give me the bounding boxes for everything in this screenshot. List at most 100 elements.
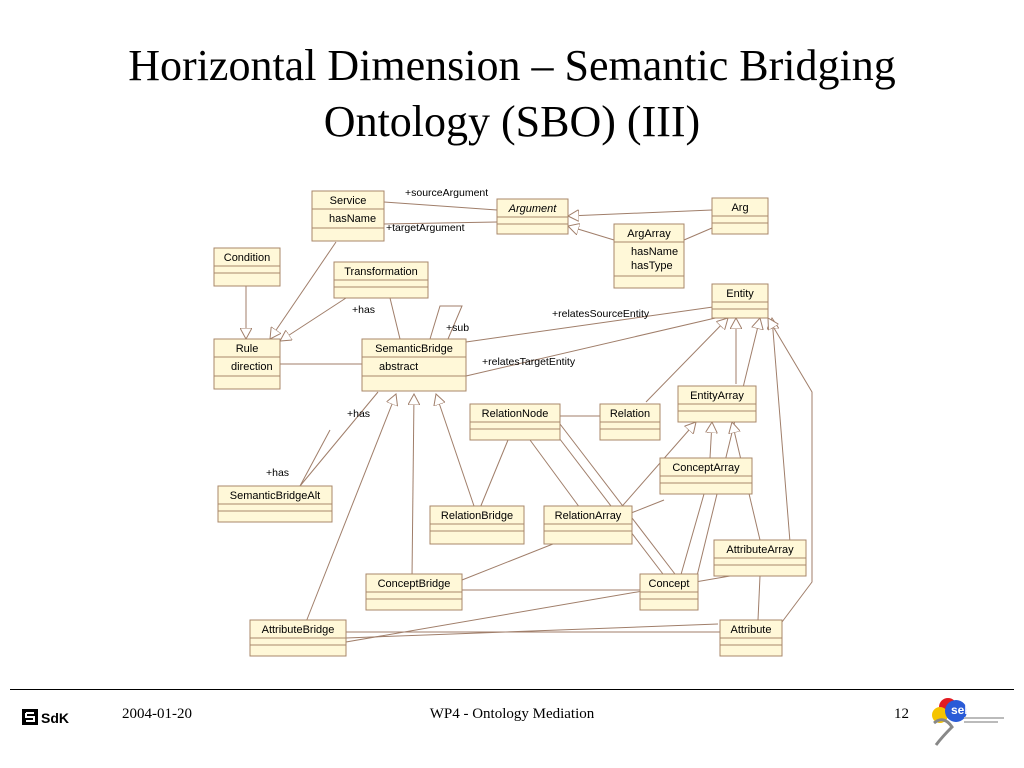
- class-box-relationnode: RelationNode: [469, 403, 561, 441]
- class-box-frame: [543, 505, 633, 545]
- label-relates-source-entity: +relatesSourceEntity: [552, 308, 650, 320]
- class-name: Arg: [731, 202, 748, 214]
- class-attribute: direction: [231, 361, 273, 373]
- class-attribute: hasType: [631, 260, 673, 272]
- footer-title: WP4 - Ontology Mediation: [429, 706, 595, 722]
- class-box-entity: Entity: [711, 283, 769, 319]
- sekt-logo-text: sekt: [951, 703, 975, 717]
- class-name: Service: [330, 195, 367, 207]
- label-has-alt-lower: +has: [266, 467, 289, 479]
- class-box-relationarray: RelationArray: [543, 505, 633, 545]
- page-number: 12: [894, 706, 909, 722]
- edge-target-argument: [383, 221, 498, 225]
- edge-transformation-rule: [280, 297, 347, 341]
- class-box-frame: [213, 247, 281, 287]
- edge-attributebridge-attribute-2: [345, 623, 719, 639]
- class-box-transformation: Transformation: [333, 261, 429, 299]
- class-box-frame: [711, 283, 769, 319]
- class-box-frame: [213, 338, 281, 390]
- edge-concept-conceptarray: [679, 493, 705, 579]
- label-relates-target-entity: +relatesTargetEntity: [482, 356, 576, 368]
- edge-concept-entity: [695, 318, 760, 581]
- edge-relationbridge-semanticbridge: [436, 394, 475, 507]
- class-box-entityarray: EntityArray: [677, 385, 757, 423]
- edge-relationnode-entity: [645, 318, 728, 403]
- class-box-concept: Concept: [639, 573, 699, 611]
- edge-alt-has-upper: [299, 391, 379, 487]
- edge-relationnode-relationbridge: [479, 439, 509, 509]
- class-box-argarray: ArgArray hasName hasType: [613, 223, 685, 289]
- class-name: RelationArray: [555, 510, 622, 522]
- class-box-conceptarray: ConceptArray: [659, 457, 753, 495]
- label-has-transformation: +has: [352, 304, 375, 316]
- class-box-frame: [311, 190, 385, 242]
- class-box-frame: [361, 338, 467, 392]
- class-name: Relation: [610, 408, 650, 420]
- edge-alt-has-lower: [299, 429, 331, 487]
- class-box-service: Service hasName: [311, 190, 385, 242]
- class-box-frame: [429, 505, 525, 545]
- edge-attributearray-attribute: [757, 575, 761, 621]
- footer-date: 2004-01-20: [122, 706, 192, 722]
- class-box-conceptbridge: ConceptBridge: [365, 573, 463, 611]
- class-box-attribute: Attribute: [719, 619, 783, 657]
- edge-attribute-entity: [768, 318, 813, 623]
- edge-conceptbridge-semanticbridge: [412, 394, 414, 579]
- class-box-condition: Condition: [213, 247, 281, 287]
- edge-sub-self: [429, 305, 463, 340]
- edge-relates-source-entity: [465, 305, 721, 343]
- edge-relates-target-entity: [465, 315, 725, 377]
- class-name: AttributeBridge: [262, 624, 335, 636]
- sekt-logo: sekt: [932, 698, 1004, 746]
- edge-argarray-arg: [683, 227, 713, 241]
- class-attribute: hasName: [631, 246, 678, 258]
- class-attribute: abstract: [379, 361, 418, 373]
- class-name: Entity: [726, 288, 754, 300]
- label-has-alt-upper: +has: [347, 408, 370, 420]
- class-name: Argument: [508, 203, 558, 215]
- class-name: Rule: [236, 343, 259, 355]
- class-box-semanticbridge: SemanticBridge abstract: [361, 338, 467, 392]
- class-box-frame: [613, 223, 685, 289]
- class-box-attributearray: AttributeArray: [713, 539, 807, 577]
- label-target-argument: +targetArgument: [386, 222, 465, 234]
- class-name: ConceptBridge: [378, 578, 451, 590]
- class-name: ArgArray: [627, 228, 671, 240]
- class-name: SemanticBridgeAlt: [230, 490, 321, 502]
- edge-conceptarray-entityarray: [710, 422, 712, 459]
- edge-arg-argument: [568, 209, 713, 216]
- edge-has-transformation: [389, 297, 401, 340]
- class-name: RelationBridge: [441, 510, 513, 522]
- edge-service-rule: [270, 241, 337, 339]
- class-box-relation: Relation: [599, 403, 661, 441]
- class-name: RelationNode: [482, 408, 549, 420]
- edge-attributearray-entity: [772, 318, 791, 543]
- class-name: AttributeArray: [726, 544, 794, 556]
- class-attribute: hasName: [329, 213, 376, 225]
- footer-divider: [10, 689, 1014, 690]
- edge-relationnode-relationarray: [529, 439, 581, 509]
- association-labels: +sourceArgument +targetArgument +has +su…: [266, 187, 650, 479]
- edge-relationarray-entityarray: [609, 422, 696, 521]
- edge-source-argument: [383, 201, 498, 211]
- class-name: Condition: [224, 252, 270, 264]
- class-name: SemanticBridge: [375, 343, 453, 355]
- label-sub: +sub: [446, 322, 469, 334]
- class-box-rule: Rule direction: [213, 338, 281, 390]
- title-line-2: Ontology (SBO) (III): [323, 97, 701, 146]
- sdk-logo: SdK: [22, 709, 69, 726]
- edge-argarray-argument: [568, 226, 615, 241]
- class-box-semanticbridgealt: SemanticBridgeAlt: [217, 485, 333, 523]
- edge-relationnode-concept-2: [559, 423, 679, 579]
- class-box-argument: Argument: [496, 198, 569, 235]
- class-box-arg: Arg: [711, 197, 769, 235]
- title-line-1: Horizontal Dimension – Semantic Bridging: [128, 41, 896, 90]
- slide-title: Horizontal Dimension – Semantic Bridging…: [0, 38, 1024, 150]
- class-name: Concept: [649, 578, 690, 590]
- class-name: Transformation: [344, 266, 418, 278]
- class-box-attributebridge: AttributeBridge: [249, 619, 347, 657]
- sdk-logo-text: SdK: [41, 710, 69, 726]
- class-name: Attribute: [731, 624, 772, 636]
